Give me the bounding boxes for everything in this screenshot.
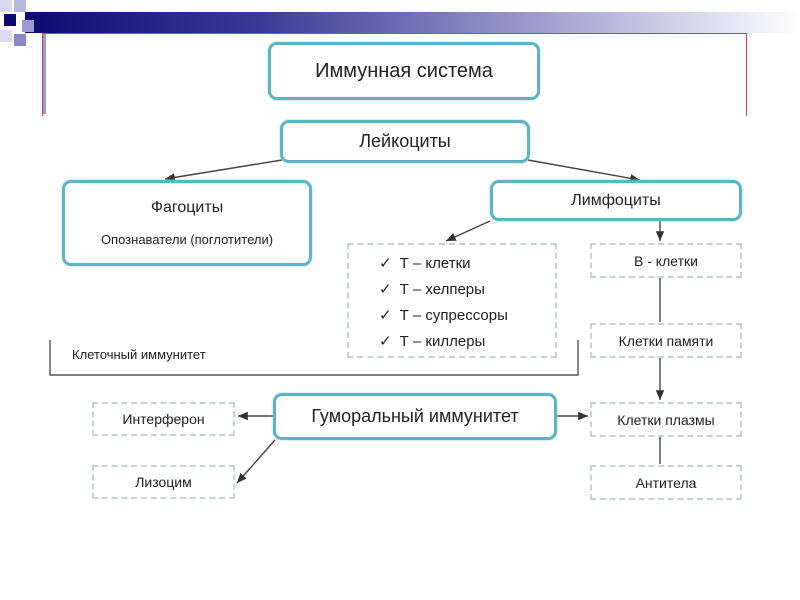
lymphocytes-box: Лимфоциты <box>490 180 742 221</box>
t-cell-label: Т – киллеры <box>399 333 486 350</box>
decor-square <box>14 0 26 12</box>
t-cell-label: Т – клетки <box>399 255 471 272</box>
phagocytes-title: Фагоциты <box>150 198 224 216</box>
humoral-immunity-box: Гуморальный иммунитет <box>273 393 557 440</box>
b-cells-label: В - клетки <box>634 252 698 269</box>
interferon-label: Интерферон <box>122 411 205 427</box>
immune-system-label: Иммунная система <box>315 59 493 82</box>
memory-cells-box: Клетки памяти <box>590 323 742 358</box>
decor-square <box>22 20 34 32</box>
leukocytes-box: Лейкоциты <box>280 120 530 163</box>
arrow-lympho-t <box>445 220 491 242</box>
phagocytes-subtitle: Опознаватели (поглотители) <box>100 232 274 248</box>
list-item: ✓ Т – супрессоры <box>379 303 555 329</box>
leukocytes-label: Лейкоциты <box>359 131 451 151</box>
check-icon: ✓ <box>379 281 392 298</box>
memory-cells-label: Клетки памяти <box>618 332 714 349</box>
decor-square <box>4 14 16 26</box>
phagocytes-box: Фагоциты Опознаватели (поглотители) <box>62 180 312 266</box>
t-cell-label: Т – супрессоры <box>399 307 508 324</box>
list-item: ✓ Т – клетки <box>379 251 555 277</box>
plasma-cells-label: Клетки плазмы <box>617 411 715 428</box>
immune-system-box: Иммунная система <box>268 42 540 100</box>
title-frame-accent <box>43 34 46 114</box>
b-cells-box: В - клетки <box>590 243 742 278</box>
check-icon: ✓ <box>379 255 392 272</box>
list-item: ✓ Т – киллеры <box>379 329 555 355</box>
title-banner-bar <box>25 12 800 33</box>
arrow-leuko-phago <box>164 159 283 182</box>
check-icon: ✓ <box>379 307 392 324</box>
list-item: ✓ Т – хелперы <box>379 277 555 303</box>
lymphocytes-label: Лимфоциты <box>571 191 661 209</box>
arrow-humoral-lysozyme <box>236 439 276 484</box>
antibodies-label: Антитела <box>635 474 697 491</box>
decor-square <box>0 30 12 42</box>
title-frame <box>42 33 747 116</box>
t-cell-label: Т – хелперы <box>399 281 485 298</box>
decor-square <box>14 34 26 46</box>
cellular-immunity-label: Клеточный иммунитет <box>72 347 206 362</box>
t-cells-list: ✓ Т – клетки ✓ Т – хелперы ✓ Т – супрессоры… <box>347 243 557 358</box>
cellular-immunity-bracket <box>49 340 579 376</box>
lysozyme-box: Лизоцим <box>92 465 235 499</box>
humoral-immunity-label: Гуморальный иммунитет <box>311 406 519 426</box>
antibodies-box: Антитела <box>590 465 742 500</box>
arrow-leuko-lympho <box>527 159 641 183</box>
plasma-cells-box: Клетки плазмы <box>590 402 742 437</box>
interferon-box: Интерферон <box>92 402 235 436</box>
lysozyme-label: Лизоцим <box>135 474 192 490</box>
decor-square <box>0 0 12 12</box>
check-icon: ✓ <box>379 333 392 350</box>
